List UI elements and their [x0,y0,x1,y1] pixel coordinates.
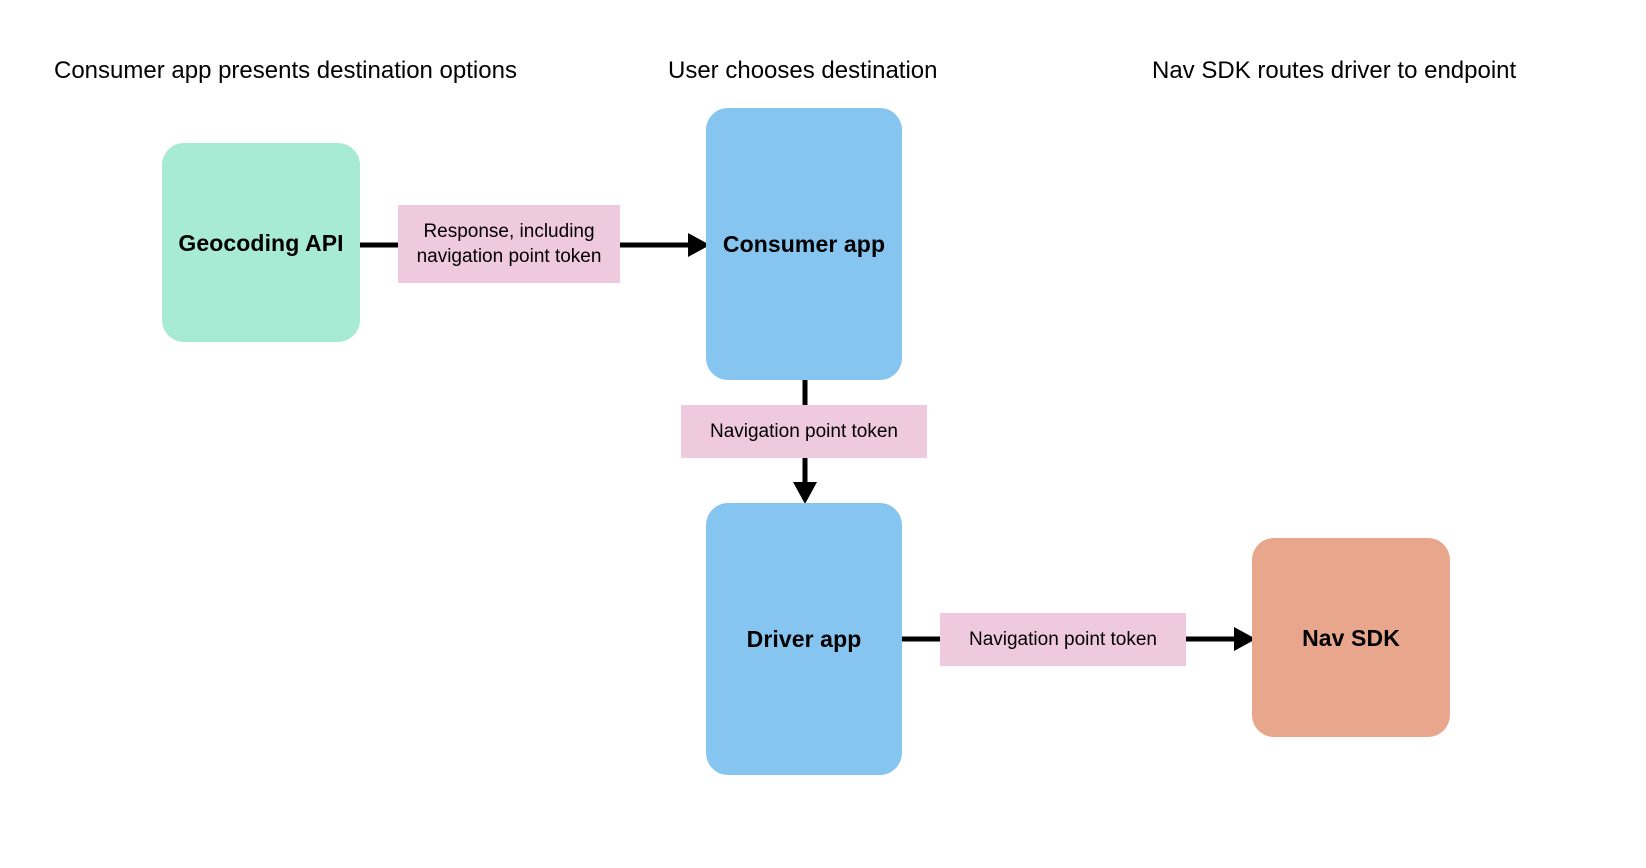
edge-label-nav-point-token-1-text: Navigation point token [709,421,898,442]
node-geocoding-api-label: Geocoding API [178,229,344,256]
heading-nav-routes: Nav SDK routes driver to endpoint [1152,57,1517,84]
heading-consumer-options: Consumer app presents destination option… [54,57,517,84]
node-driver-app[interactable]: Driver app [706,503,902,775]
edge-label-response-token-text: Response, including navigation point tok… [416,221,602,267]
heading-user-chooses: User chooses destination [668,57,938,84]
edge-label-nav-point-token-2-text: Navigation point token [968,629,1157,650]
node-nav-sdk-label: Nav SDK [1302,624,1400,651]
node-consumer-app-label: Consumer app [722,231,886,257]
node-driver-app-label: Driver app [746,626,862,652]
edge-label-response-token: Response, including navigation point tok… [398,205,620,283]
node-geocoding-api[interactable]: Geocoding API [162,143,360,342]
node-consumer-app[interactable]: Consumer app [706,108,902,380]
edge-label-nav-point-token-2: Navigation point token [940,613,1186,666]
node-nav-sdk[interactable]: Nav SDK [1252,538,1450,737]
edge-label-nav-point-token-1: Navigation point token [681,405,927,458]
